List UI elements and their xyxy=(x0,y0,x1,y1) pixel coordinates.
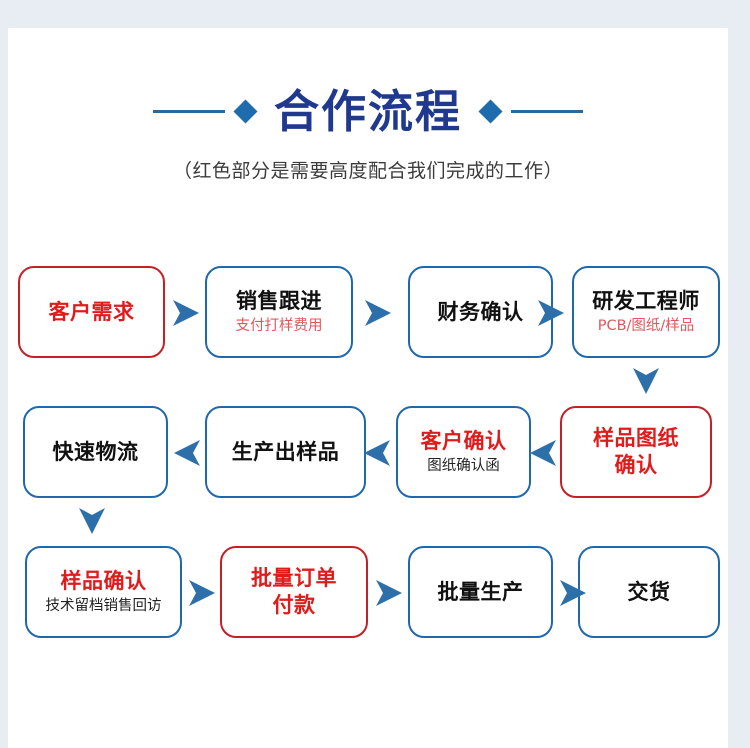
page-header: 合作流程 （红色部分是需要高度配合我们完成的工作） xyxy=(8,80,728,183)
flow-node-finance-confirm[interactable]: 财务确认 xyxy=(408,266,553,358)
flow-node-subtitle: 图纸确认函 xyxy=(427,457,500,474)
flow-node-title: 批量生产 xyxy=(437,579,524,604)
flow-node-sales-followup[interactable]: 销售跟进 支付打样费用 xyxy=(205,266,353,358)
flow-node-title: 批量订单 付款 xyxy=(251,566,337,617)
flow-node-sample-drawing-confirm[interactable]: 样品图纸 确认 xyxy=(560,406,712,498)
flow-node-title: 样品确认 xyxy=(60,569,147,594)
page-subtitle: （红色部分是需要高度配合我们完成的工作） xyxy=(172,160,563,182)
flow-node-title: 销售跟进 xyxy=(236,289,322,314)
flow-node-rd-engineer[interactable]: 研发工程师 PCB/图纸/样品 xyxy=(572,266,720,358)
title-row: 合作流程 xyxy=(8,80,728,142)
flow-node-delivery[interactable]: 交货 xyxy=(578,546,720,638)
flow-node-subtitle: 技术留档销售回访 xyxy=(45,597,162,614)
flow-node-title: 财务确认 xyxy=(437,299,524,324)
flow-node-title: 交货 xyxy=(627,579,671,604)
flow-node-title: 研发工程师 xyxy=(592,289,700,314)
flow-node-title: 样品图纸 确认 xyxy=(593,426,679,477)
process-flow-diagram: 客户需求 销售跟进 支付打样费用 财务确认 研发工程师 PCB/图纸/样品 xyxy=(8,28,728,748)
flow-node-customer-confirm[interactable]: 客户确认 图纸确认函 xyxy=(396,406,531,498)
flow-node-title: 生产出样品 xyxy=(231,439,340,464)
flow-node-fast-logistics[interactable]: 快速物流 xyxy=(23,406,168,498)
title-rule-right xyxy=(511,109,583,113)
flow-node-title: 客户需求 xyxy=(48,299,135,324)
flow-node-customer-requirement[interactable]: 客户需求 xyxy=(18,266,165,358)
flow-node-subtitle: PCB/图纸/样品 xyxy=(597,317,695,334)
flow-node-title: 客户确认 xyxy=(420,429,507,454)
flow-node-sample-production[interactable]: 生产出样品 xyxy=(205,406,366,498)
flow-node-bulk-order-payment[interactable]: 批量订单 付款 xyxy=(220,546,368,638)
flow-node-title: 快速物流 xyxy=(52,439,139,464)
flow-node-sample-confirm[interactable]: 样品确认 技术留档销售回访 xyxy=(25,546,182,638)
content-card: 合作流程 （红色部分是需要高度配合我们完成的工作） 客户需求 销售跟进 支付打样… xyxy=(8,28,728,748)
title-rule-left xyxy=(152,109,225,113)
flow-node-subtitle: 支付打样费用 xyxy=(235,317,323,334)
flow-node-bulk-production[interactable]: 批量生产 xyxy=(408,546,553,638)
page-title: 合作流程 xyxy=(273,84,462,138)
